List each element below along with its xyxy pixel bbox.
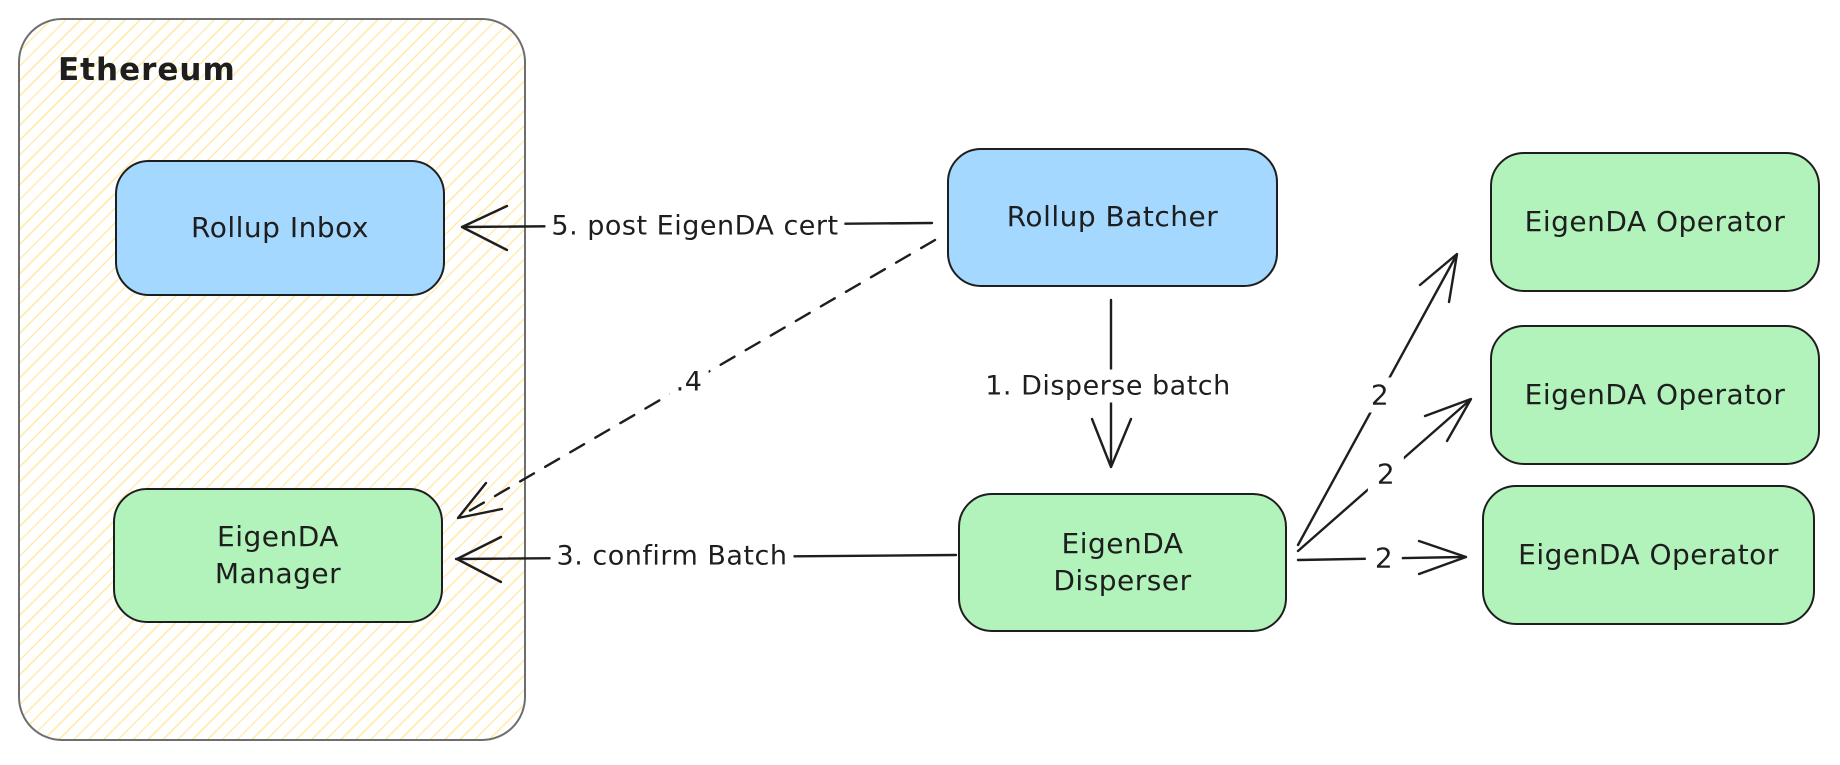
node-eigenda-manager-label: EigenDA Manager [214,519,342,590]
node-rollup-inbox: Rollup Inbox [115,160,445,296]
node-eigenda-manager: EigenDA Manager [113,488,443,623]
edge-get-cert-arrowhead [456,481,504,520]
edge-label-post-cert: 5. post EigenDA cert [545,209,845,243]
edge-post-cert-arrowhead [460,204,509,252]
node-eigenda-disperser-label: EigenDA Disperser [1053,526,1192,597]
edge-label-get-cert: .4 [669,365,709,399]
edge-store1-arrowhead [1418,252,1459,304]
node-eigenda-operator-1: EigenDA Operator [1490,152,1820,292]
edge-store2-arrowhead [1423,397,1473,443]
node-eigenda-operator-1-label: EigenDA Operator [1524,204,1786,238]
node-eigenda-disperser: EigenDA Disperser [958,493,1287,632]
edge-confirm-arrowhead [455,535,503,584]
node-eigenda-operator-2-label: EigenDA Operator [1524,377,1786,411]
ethereum-label: Ethereum [58,52,236,88]
edge-disperse-arrowhead [1090,417,1133,469]
node-eigenda-operator-2: EigenDA Operator [1490,325,1820,465]
node-eigenda-operator-3-label: EigenDA Operator [1518,537,1779,571]
node-rollup-inbox-label: Rollup Inbox [191,210,369,244]
edge-label-store-3: 2 [1365,540,1403,576]
edge-label-confirm-batch: 3. confirm Batch [550,539,794,573]
node-rollup-batcher: Rollup Batcher [947,148,1278,287]
edge-label-store-2: 2 [1367,456,1405,492]
node-eigenda-operator-3: EigenDA Operator [1482,485,1815,625]
edge-label-disperse-batch: 1. Disperse batch [979,369,1237,403]
edge-store3-arrowhead [1417,539,1468,576]
edge-label-store-1: 2 [1361,377,1399,413]
node-rollup-batcher-label: Rollup Batcher [1006,200,1219,234]
